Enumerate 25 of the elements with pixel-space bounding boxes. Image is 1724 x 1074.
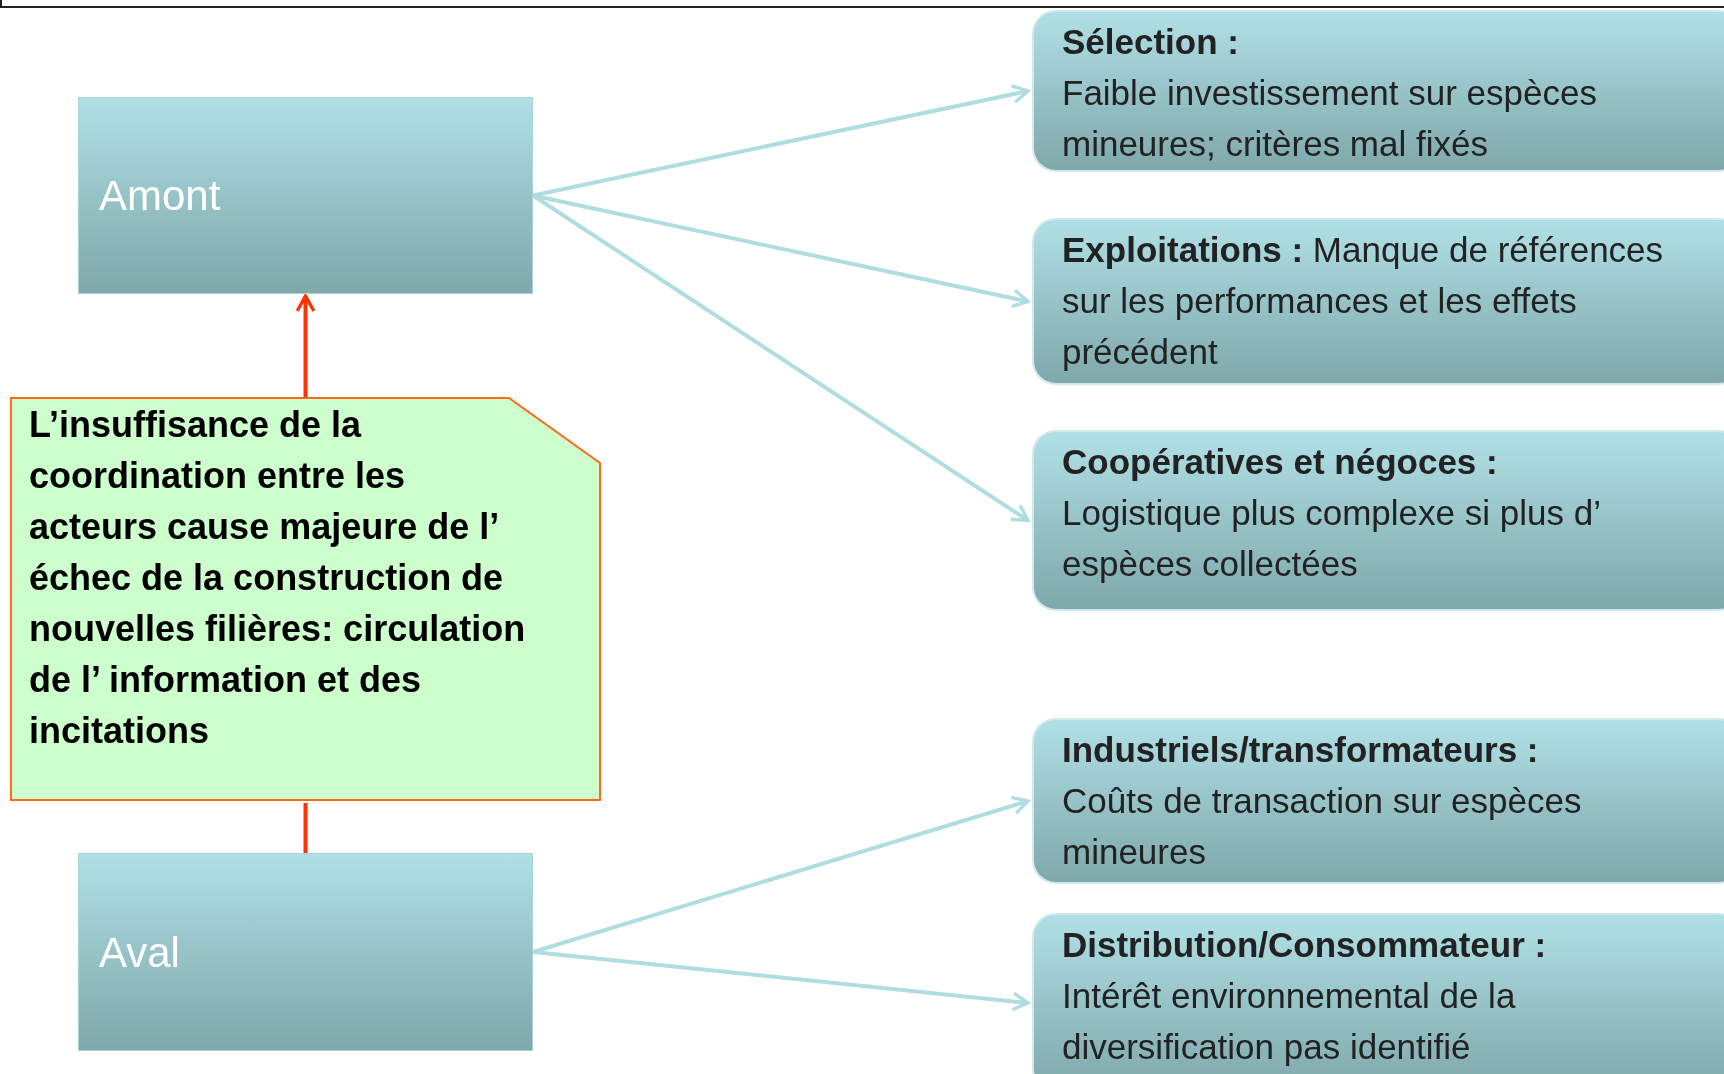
note-text: L’insuffisance de la coordination entre les acteurs cause majeure de l’ échec de la construction de nouvelles filières: circulation de l’ information et des incitations bbox=[29, 403, 527, 753]
arrow bbox=[295, 294, 316, 397]
arrow bbox=[532, 84, 1030, 198]
actor-heading: Sélection : bbox=[1062, 21, 1239, 63]
stage-box bbox=[78, 97, 533, 294]
stage-label: Amont bbox=[99, 171, 221, 221]
actor-heading: Coopératives et négoces : bbox=[1062, 441, 1498, 483]
actor-heading: Distribution/Consommateur : bbox=[1062, 924, 1547, 966]
arrow bbox=[532, 795, 1030, 954]
actor-box bbox=[1032, 218, 1724, 385]
actor-box bbox=[1032, 10, 1724, 172]
stage-box bbox=[78, 853, 533, 1051]
connector-line bbox=[303, 803, 308, 853]
actor-heading: Industriels/transformateurs : bbox=[1062, 729, 1539, 771]
actor-description: Logistique plus complexe si plus d’ espèces collectées bbox=[1062, 492, 1601, 585]
actor-description: Exploitations : Manque de références sur les performances et les effets précédent bbox=[1062, 229, 1665, 373]
actor-box bbox=[1032, 718, 1724, 884]
stage-label: Aval bbox=[99, 927, 180, 978]
actor-box bbox=[1032, 430, 1724, 611]
actor-description: Faible investissement sur espèces mineures; critères mal fixés bbox=[1062, 72, 1598, 165]
actor-box bbox=[1032, 913, 1724, 1074]
note-box bbox=[10, 397, 601, 801]
actor-description: Intérêt environnemental de la diversification pas identifié bbox=[1062, 975, 1517, 1068]
actor-description: Coûts de transaction sur espèces mineures bbox=[1062, 780, 1583, 873]
arrow bbox=[532, 950, 1030, 1012]
